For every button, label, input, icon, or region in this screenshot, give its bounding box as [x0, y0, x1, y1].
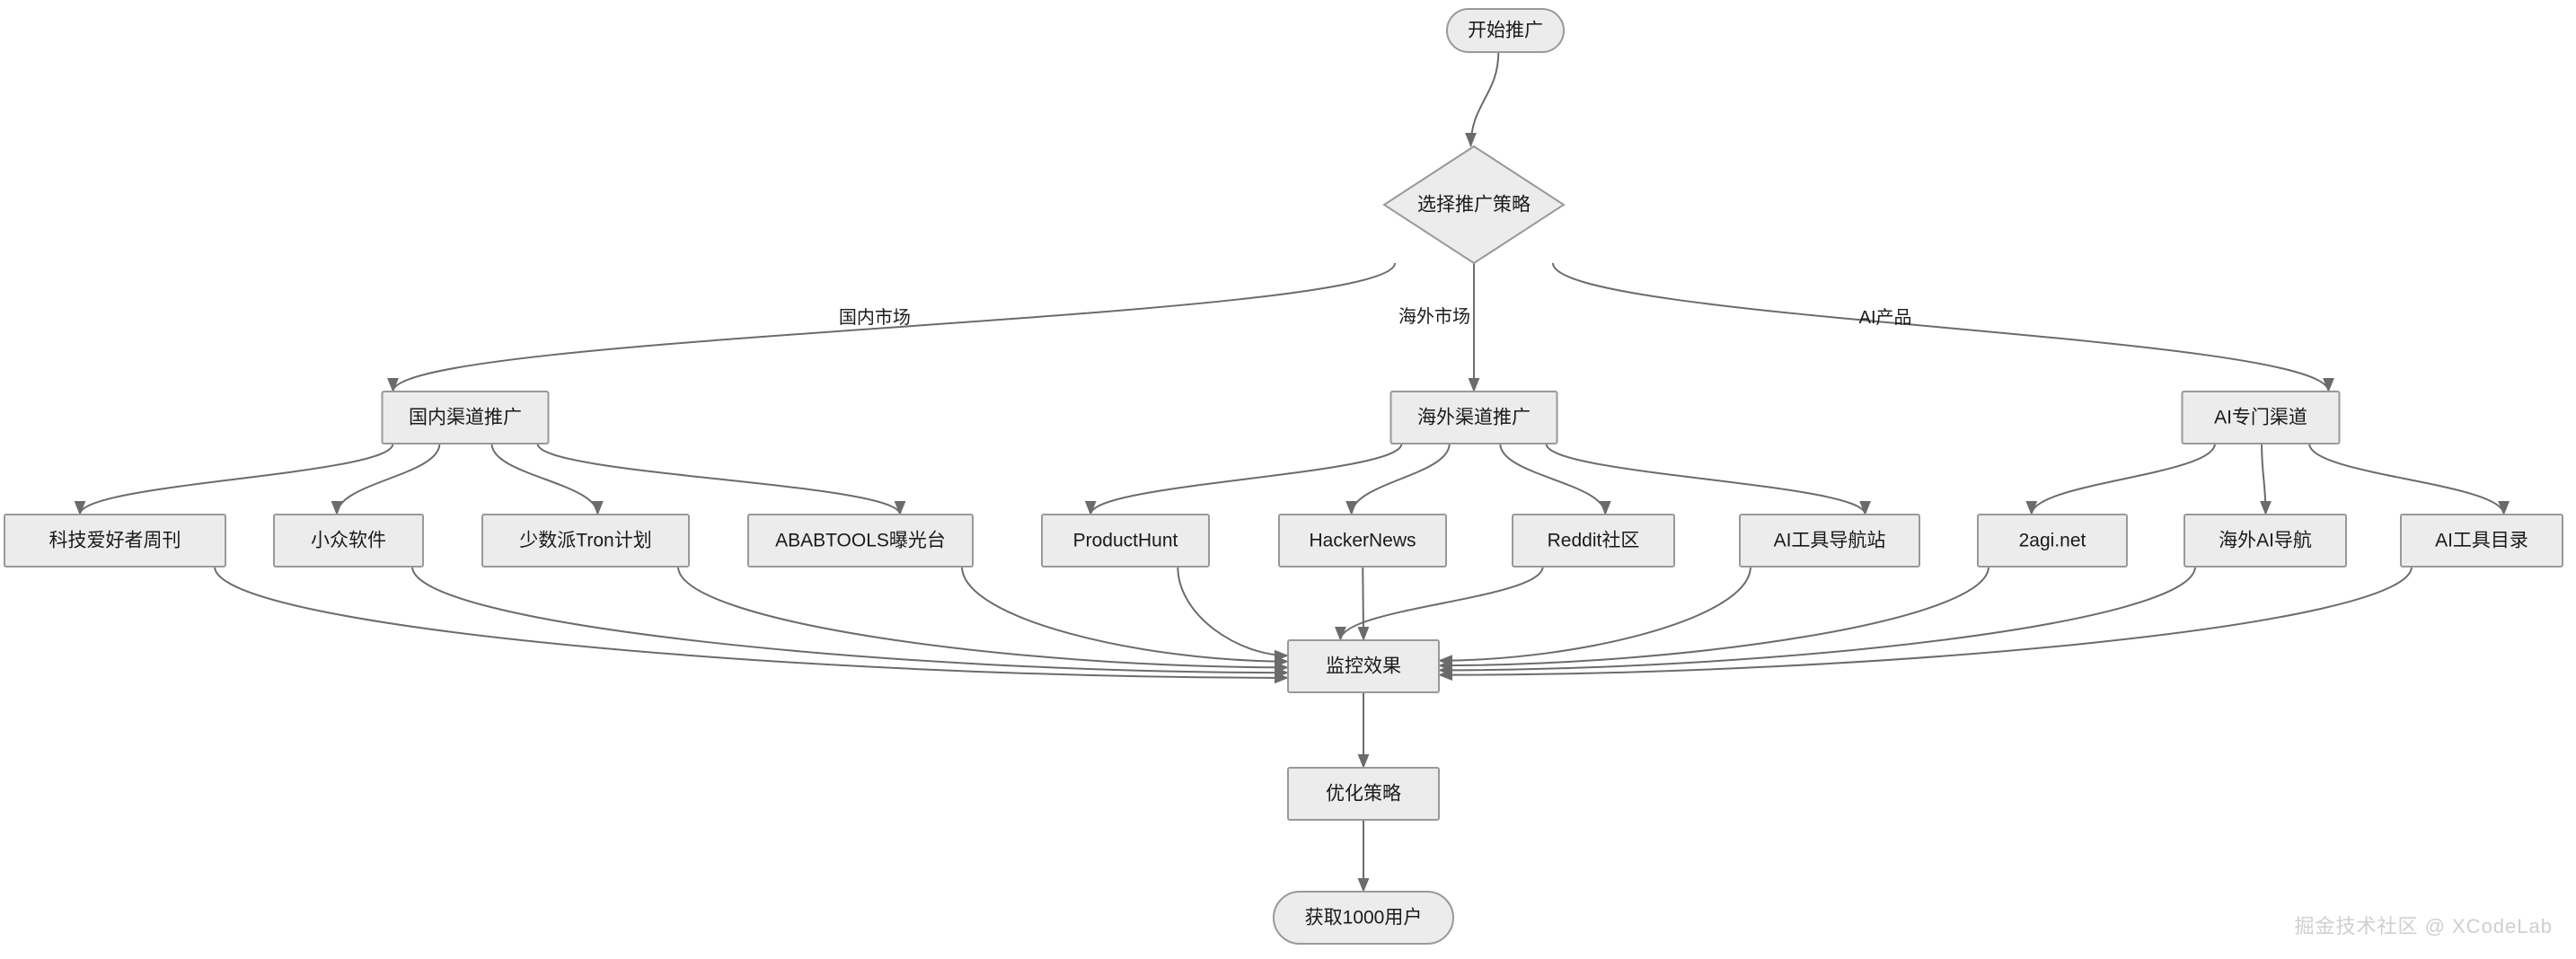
edge-label-decision-to-domestic: 国内市场: [839, 307, 911, 328]
node-minority_sw[interactable]: 小众软件: [273, 514, 424, 567]
node-start-shape: [1446, 8, 1565, 53]
node-twoagi-shape: [1977, 514, 2128, 567]
node-producthunt[interactable]: ProductHunt: [1041, 514, 1210, 567]
node-aichannel[interactable]: AI专门渠道: [2181, 391, 2341, 444]
edge-layer: [74, 51, 2510, 893]
node-overseas-label: 海外渠道推广: [1417, 408, 1531, 428]
node-monitor-shape: [1287, 639, 1440, 693]
node-minority_sw-shape: [273, 514, 424, 567]
edge-domestic-to-tron: [490, 443, 604, 515]
node-ababtools-label: ABABTOOLS曝光台: [775, 531, 946, 551]
node-ai_dir-label: AI工具目录: [2435, 531, 2528, 551]
node-decision[interactable]: 选择推广策略: [1382, 145, 1566, 265]
edge-aichannel-to-overseas_ai: [2260, 443, 2272, 515]
edge-overseas-to-producthunt: [1084, 443, 1403, 515]
edge-aichannel-to-ai_dir: [2308, 443, 2510, 515]
edge-minority_sw-to-monitor: [411, 566, 1289, 679]
node-hackernews[interactable]: HackerNews: [1278, 514, 1447, 567]
edge-twoagi-to-monitor: [1438, 566, 1989, 672]
node-start-label: 开始推广: [1468, 21, 1543, 41]
node-goal-shape: [1273, 891, 1454, 945]
node-goal[interactable]: 获取1000用户: [1273, 891, 1454, 945]
node-overseas_ai-shape: [2183, 514, 2347, 567]
node-tron[interactable]: 少数派Tron计划: [481, 514, 690, 567]
node-monitor[interactable]: 监控效果: [1287, 639, 1440, 693]
edge-domestic-to-minority_sw: [331, 443, 441, 515]
node-domestic-shape: [381, 391, 550, 444]
node-hackernews-shape: [1278, 514, 1447, 567]
node-goal-label: 获取1000用户: [1305, 908, 1423, 928]
edge-tron-to-monitor: [677, 566, 1289, 673]
edge-overseas_ai-to-monitor: [1438, 566, 2196, 676]
edge-overseas-to-reddit: [1499, 443, 1611, 515]
edge-overseas-to-hackernews: [1345, 443, 1451, 515]
node-optimize-shape: [1287, 767, 1440, 821]
node-ababtools[interactable]: ABABTOOLS曝光台: [747, 514, 974, 567]
edge-label-layer: 国内市场 海外市场 AI产品: [839, 306, 1912, 328]
node-decision-shape: [1382, 145, 1566, 265]
node-optimize-label: 优化策略: [1326, 784, 1401, 805]
node-aichannel-label: AI专门渠道: [2214, 408, 2307, 428]
node-overseas[interactable]: 海外渠道推广: [1389, 391, 1558, 444]
node-ai_dir[interactable]: AI工具目录: [2400, 514, 2563, 567]
node-tron-shape: [481, 514, 690, 567]
node-minority_sw-label: 小众软件: [311, 531, 386, 551]
edge-weekly-to-monitor: [214, 566, 1289, 684]
node-reddit-label: Reddit社区: [1548, 531, 1640, 551]
edge-decision-to-aichannel: [1552, 262, 2334, 392]
edge-ai_dir-to-monitor: [1438, 566, 2413, 682]
node-monitor-label: 监控效果: [1326, 656, 1401, 677]
edge-producthunt-to-monitor: [1177, 566, 1289, 662]
node-twoagi[interactable]: 2agi.net: [1977, 514, 2128, 567]
edge-domestic-to-weekly: [74, 443, 394, 515]
edge-aichannel-to-twoagi: [2025, 443, 2216, 515]
node-overseas-shape: [1389, 391, 1558, 444]
node-weekly-shape: [4, 514, 226, 567]
node-reddit-shape: [1512, 514, 1675, 567]
node-hackernews-label: HackerNews: [1309, 531, 1416, 551]
node-weekly[interactable]: 科技爱好者周刊: [4, 514, 226, 567]
edge-start-to-decision: [1465, 51, 1500, 147]
node-start[interactable]: 开始推广: [1446, 8, 1565, 53]
edge-label-decision-to-overseas: 海外市场: [1398, 306, 1470, 327]
watermark: 掘金技术社区 @ XCodeLab: [2294, 915, 2553, 937]
node-aichannel-shape: [2181, 391, 2341, 444]
node-domestic-label: 国内渠道推广: [409, 408, 522, 428]
node-ainav_site-label: AI工具导航站: [1774, 531, 1886, 551]
node-ainav_site-shape: [1739, 514, 1920, 567]
edge-ainav_site-to-monitor: [1438, 566, 1751, 667]
edge-overseas-to-ainav_site: [1545, 443, 1871, 515]
node-decision-label: 选择推广策略: [1417, 195, 1531, 216]
node-overseas_ai[interactable]: 海外AI导航: [2183, 514, 2347, 567]
edge-decision-to-domestic: [387, 262, 1396, 392]
node-reddit[interactable]: Reddit社区: [1512, 514, 1675, 567]
node-producthunt-label: ProductHunt: [1073, 531, 1178, 551]
node-ai_dir-shape: [2400, 514, 2563, 567]
edge-domestic-to-ababtools: [536, 443, 906, 515]
edge-label-decision-to-aichannel: AI产品: [1859, 307, 1912, 328]
node-overseas_ai-label: 海外AI导航: [2219, 531, 2312, 551]
node-optimize[interactable]: 优化策略: [1287, 767, 1440, 821]
node-domestic[interactable]: 国内渠道推广: [381, 391, 550, 444]
edge-reddit-to-monitor: [1335, 566, 1544, 641]
node-twoagi-label: 2agi.net: [2019, 531, 2086, 551]
node-ainav_site[interactable]: AI工具导航站: [1739, 514, 1920, 567]
edge-ababtools-to-monitor: [961, 566, 1289, 667]
node-ababtools-shape: [747, 514, 974, 567]
node-weekly-label: 科技爱好者周刊: [49, 531, 181, 551]
node-tron-label: 少数派Tron计划: [519, 531, 651, 551]
node-producthunt-shape: [1041, 514, 1210, 567]
